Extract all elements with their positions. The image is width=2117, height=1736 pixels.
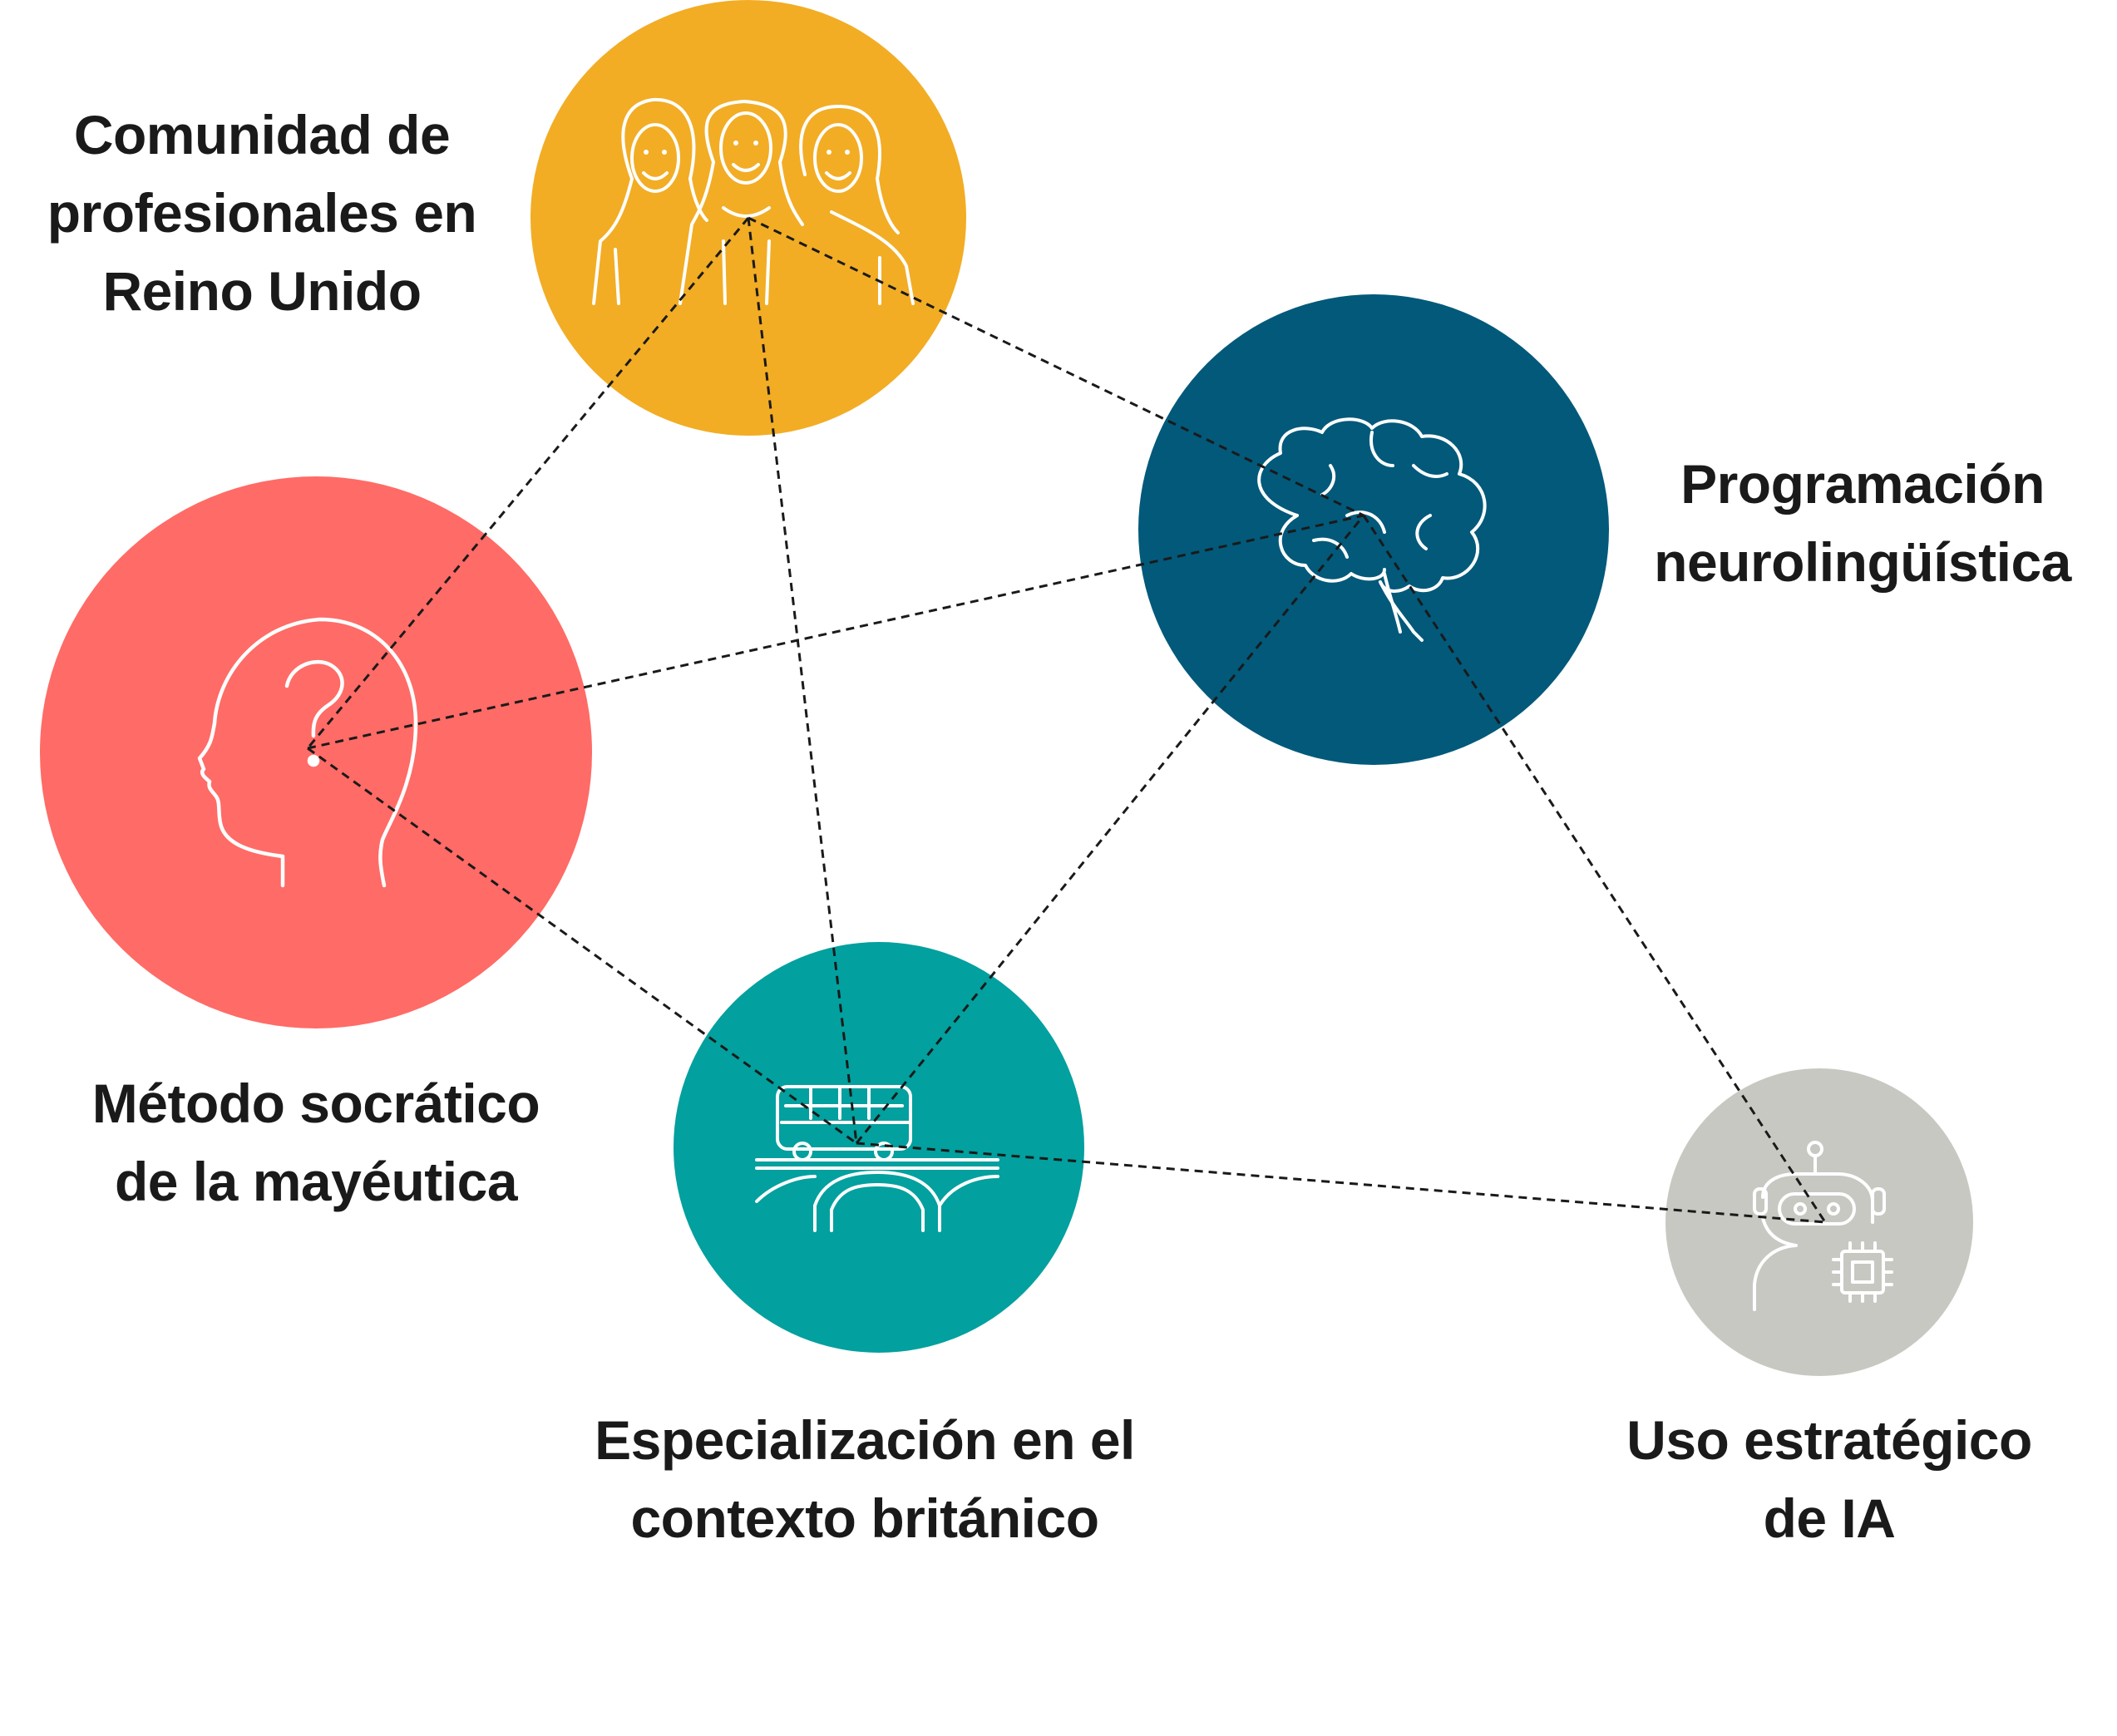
node-circle-socratico	[40, 476, 592, 1028]
connector-britanico-pnl	[855, 515, 1365, 1144]
label-pnl-line-1: Programación	[1680, 453, 2045, 515]
label-britanico: Especialización en el contexto británico	[540, 1401, 1189, 1557]
robot-chip-icon	[1753, 1141, 1893, 1311]
connector-comunidad-pnl	[748, 216, 1364, 517]
connectors	[306, 216, 1827, 1224]
brain-icon	[1257, 417, 1487, 642]
label-comunidad: Comunidad de profesionales en Reino Unid…	[0, 96, 524, 330]
label-pnl: Programación neurolingüística	[1613, 445, 2112, 601]
label-socratico: Método socrático de la mayéutica	[17, 1064, 615, 1221]
bus-bridge-icon	[755, 1085, 999, 1232]
label-britanico-line-1: Especialización en el	[595, 1409, 1135, 1471]
label-socratico-line-2: de la mayéutica	[114, 1151, 518, 1212]
label-comunidad-line-3: Reino Unido	[102, 260, 422, 322]
label-ia-line-2: de IA	[1763, 1487, 1896, 1549]
label-britanico-line-2: contexto británico	[630, 1487, 1099, 1549]
connector-comunidad-socratico	[306, 217, 750, 749]
label-pnl-line-2: neurolingüística	[1654, 531, 2071, 593]
label-socratico-line-1: Método socrático	[91, 1073, 540, 1134]
connector-socratico-pnl	[307, 514, 1364, 750]
label-comunidad-line-1: Comunidad de	[73, 104, 451, 165]
head-question-icon	[197, 617, 418, 888]
label-ia: Uso estratégico de IA	[1563, 1401, 2095, 1557]
label-ia-line-1: Uso estratégico	[1626, 1409, 2032, 1471]
connector-britanico-ia	[856, 1142, 1826, 1224]
label-comunidad-line-2: profesionales en	[47, 182, 477, 244]
